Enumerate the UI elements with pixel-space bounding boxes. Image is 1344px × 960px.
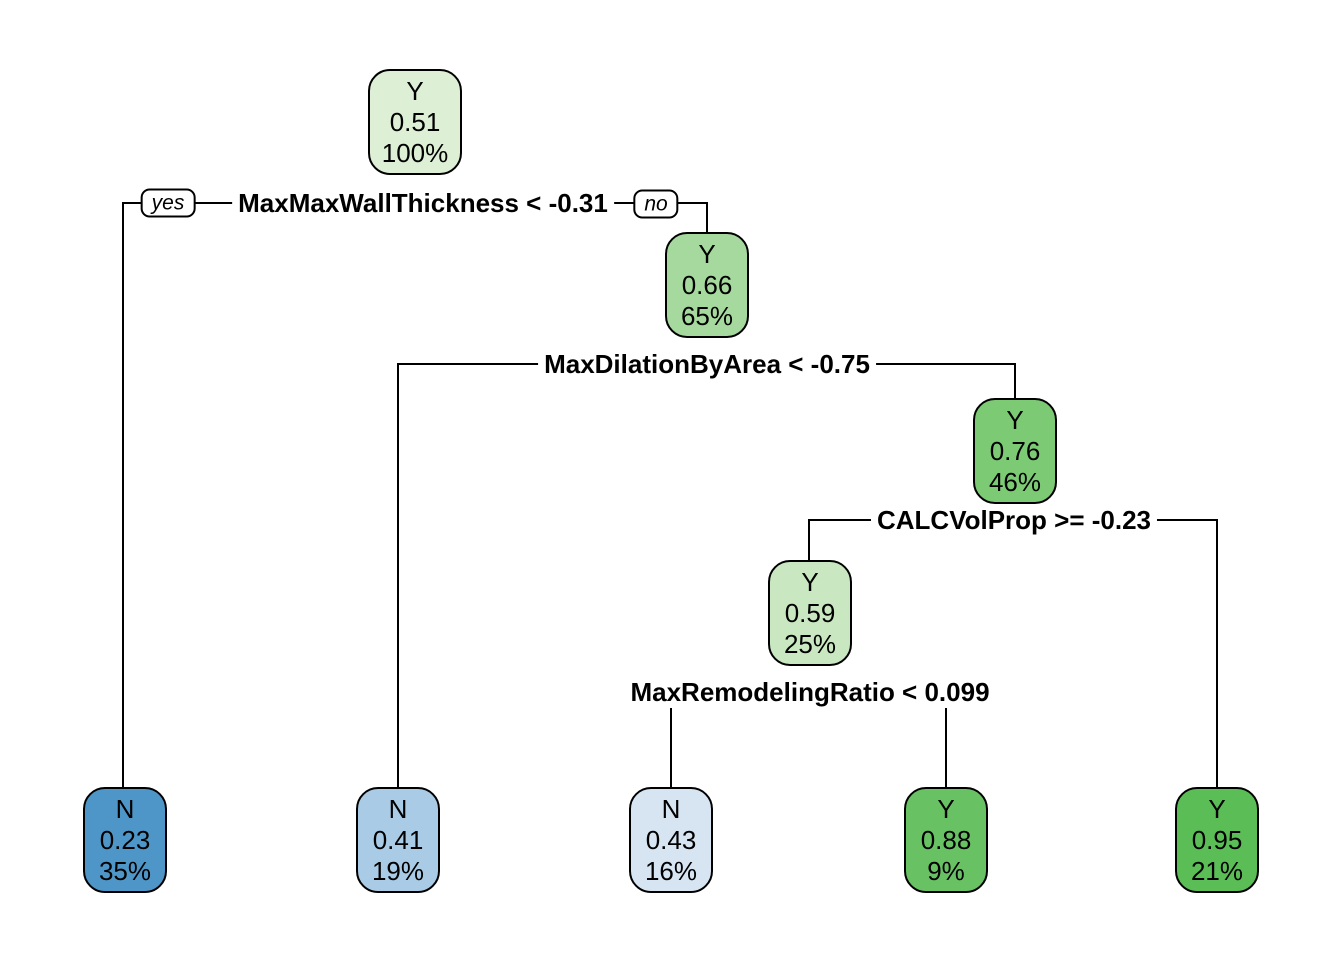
node-probability: 0.76 [989, 435, 1041, 466]
split-condition-maxremodelingratio: MaxRemodelingRatio < 0.099 [624, 676, 996, 708]
node-percentage: 19% [371, 855, 425, 886]
node-percentage: 21% [1190, 855, 1244, 886]
node-class-label: Y [698, 238, 716, 269]
node-percentage: 100% [381, 137, 449, 168]
node-probability: 0.43 [645, 824, 697, 855]
node-probability: 0.66 [681, 269, 733, 300]
node-percentage: 35% [98, 855, 152, 886]
node-percentage: 16% [644, 855, 698, 886]
node-percentage: 46% [988, 466, 1042, 497]
node-probability: 0.41 [372, 824, 424, 855]
tree-node-root: Y 0.51 100% [368, 69, 462, 175]
split-condition-calcvolprop: CALCVolProp >= -0.23 [870, 504, 1158, 536]
tree-leaf-2: N 0.41 19% [356, 787, 440, 893]
tree-leaf-3: N 0.43 16% [629, 787, 713, 893]
node-class-label: Y [801, 566, 819, 597]
node-class-label: Y [1006, 404, 1024, 435]
tree-leaf-4: Y 0.88 9% [904, 787, 988, 893]
node-probability: 0.88 [920, 824, 972, 855]
node-class-label: N [388, 793, 408, 824]
tree-node-internal-4: Y 0.59 25% [768, 560, 852, 666]
node-probability: 0.23 [99, 824, 151, 855]
no-branch-tag: no [633, 189, 679, 219]
node-class-label: N [115, 793, 135, 824]
node-probability: 0.59 [784, 597, 836, 628]
tree-node-internal-3: Y 0.76 46% [973, 398, 1057, 504]
branch-split3-right [1014, 519, 1218, 787]
node-percentage: 65% [680, 300, 734, 331]
branch-root-yes [122, 202, 423, 787]
node-class-label: Y [1208, 793, 1226, 824]
node-percentage: 25% [783, 628, 837, 659]
node-class-label: N [661, 793, 681, 824]
node-class-label: Y [937, 793, 955, 824]
branch-split2-left [397, 363, 707, 787]
split-condition-maxdilationbyarea: MaxDilationByArea < -0.75 [538, 348, 876, 380]
node-probability: 0.95 [1191, 824, 1243, 855]
tree-leaf-5: Y 0.95 21% [1175, 787, 1259, 893]
tree-node-internal-2: Y 0.66 65% [665, 232, 749, 338]
node-probability: 0.51 [389, 106, 441, 137]
node-percentage: 9% [927, 855, 965, 886]
yes-branch-tag: yes [140, 188, 196, 218]
split-condition-maxmaxwallthickness: MaxMaxWallThickness < -0.31 [232, 187, 614, 219]
tree-leaf-1: N 0.23 35% [83, 787, 167, 893]
node-class-label: Y [406, 75, 424, 106]
